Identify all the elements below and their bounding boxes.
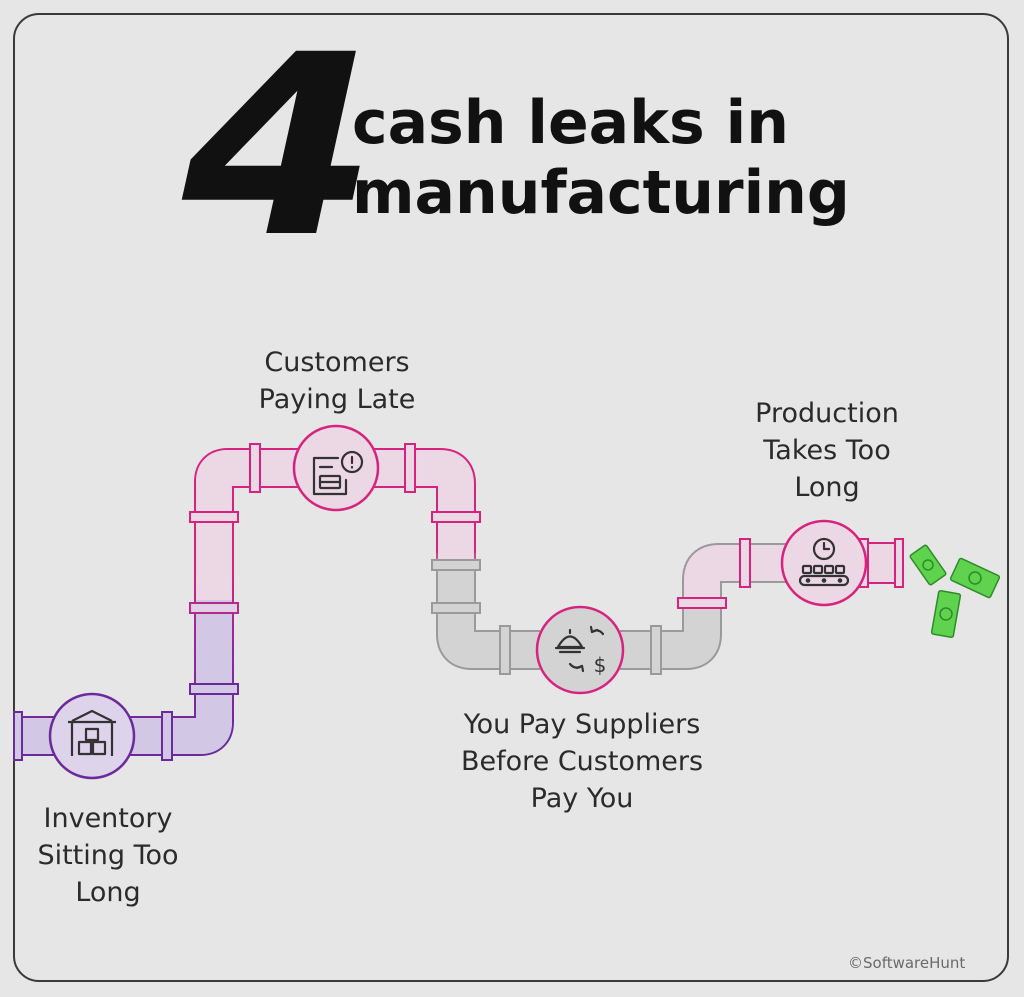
pipe-couplings [13,443,904,761]
label-pay-suppliers-line-1: You Pay Suppliers [463,709,701,740]
money-bill-3 [930,589,962,639]
copyright-credit: ©SoftwareHunt [848,954,966,972]
label-inventory: Inventory Sitting Too Long [8,800,208,911]
label-pay-suppliers: You Pay Suppliers Before Customers Pay Y… [432,706,732,817]
title-line-1: cash leaks in [352,88,789,158]
label-customers-late-line-1: Customers [264,347,410,378]
pipe-segment-inventory-to-late [14,448,300,756]
leak-node-inventory [48,692,136,780]
money-bill-1 [909,544,947,586]
label-pay-suppliers-line-2: Before Customers [460,746,704,777]
label-inventory-line-2: Sitting Too [37,840,179,871]
production-clock-icon [798,537,850,587]
label-production-line-1: Production [755,398,899,429]
cash-cycle-icon: $ [554,625,607,677]
label-inventory-line-1: Inventory [43,803,173,834]
money-bills-icon [909,544,1001,639]
svg-text:$: $ [594,653,607,677]
leak-node-customers-late [292,424,380,512]
label-pay-suppliers-line-3: Pay You [530,783,634,814]
title-line-2: manufacturing [352,158,850,228]
leak-node-pay-suppliers: $ [535,605,625,695]
infographic-card [13,13,1009,982]
title-number: 4 [182,1,377,292]
leak-node-production [780,519,868,607]
label-production: Production Takes Too Long [722,395,932,506]
warehouse-boxes-icon [68,709,116,756]
money-bill-2 [949,557,1001,599]
page-title: cash leaks in manufacturing [352,88,850,228]
label-production-line-3: Long [794,472,860,503]
label-inventory-line-3: Long [75,877,141,908]
label-customers-late: Customers Paying Late [222,344,452,418]
invoice-alert-icon [312,450,364,496]
label-customers-late-line-2: Paying Late [258,384,416,415]
label-production-line-2: Takes Too [763,435,891,466]
